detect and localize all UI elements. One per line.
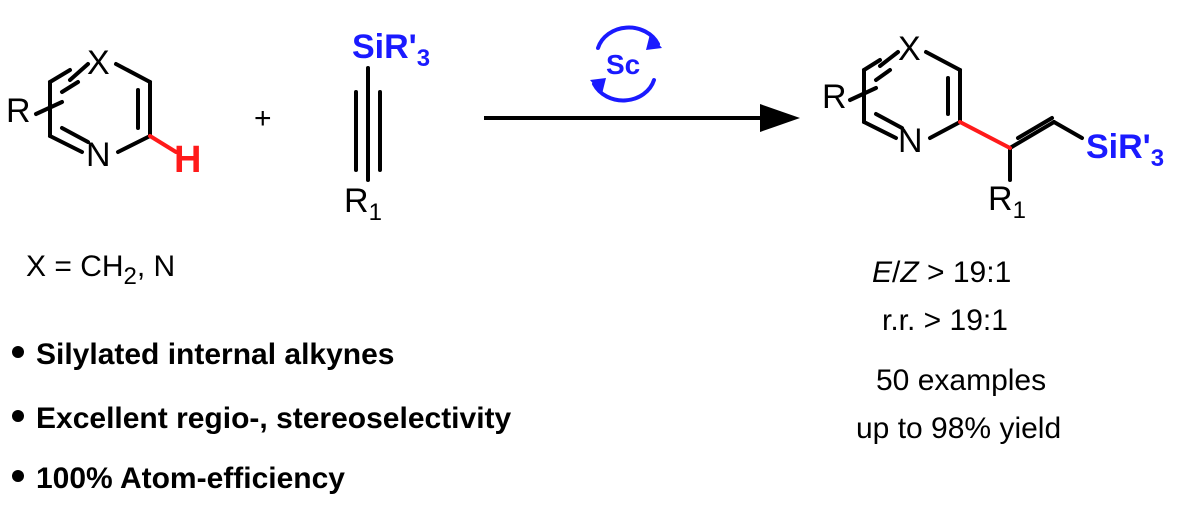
bullet-item-3: 100% Atom-efficiency (36, 462, 345, 495)
catalyst-label: Sc (606, 49, 640, 80)
bullet-item-1: Silylated internal alkynes (36, 338, 395, 371)
product-molecule (848, 50, 1084, 182)
bond-double-1 (60, 80, 80, 94)
examples-count: 50 examples (876, 364, 1046, 397)
catalyst-cycle (592, 25, 660, 103)
cycle-arrowhead-1 (646, 34, 662, 50)
cycle-arrowhead-2 (590, 78, 606, 94)
p-silyl-group: SiR'3 (1086, 128, 1164, 172)
bullet-dot-2 (12, 410, 24, 422)
p-r1-group: R1 (988, 180, 1026, 224)
x-definition: X = CH2, N (26, 250, 175, 290)
p-bond-ring-6b (862, 58, 882, 72)
silyl-group: SiR'3 (352, 28, 430, 72)
p-bond-alkene-2 (1016, 116, 1054, 140)
reactant-alkyne (354, 66, 382, 182)
p-bond-alkene-1 (1008, 120, 1056, 150)
arrowhead-shape (760, 104, 800, 132)
cycle-arc-top (596, 25, 660, 50)
bond-r (34, 100, 64, 116)
bond-ring-5 (48, 134, 84, 154)
p-bond-ring-4 (928, 120, 962, 140)
p-bond-double-1 (874, 68, 892, 82)
bullet-dot-1 (12, 346, 24, 358)
p-bond-ring-1 (878, 50, 900, 68)
plus-sign: + (254, 102, 272, 135)
p-atom-x: X (898, 30, 921, 68)
atom-r: R (6, 92, 31, 130)
atom-h: H (174, 139, 201, 181)
bullet-item-2: Excellent regio-, stereoselectivity (36, 402, 512, 435)
bond-ring-6b (48, 68, 72, 84)
bond-ring-1 (68, 62, 90, 82)
p-atom-r: R (822, 78, 847, 116)
reactant-heteroarene (34, 62, 152, 154)
rr-ratio: r.r. > 19:1 (882, 304, 1008, 337)
p-bond-double-3 (874, 112, 904, 130)
bullet-list: Silylated internal alkynes Excellent reg… (12, 338, 512, 495)
bullet-dot-3 (12, 470, 24, 482)
p-atom-n: N (898, 122, 923, 160)
ez-ratio: E/Z > 19:1 (872, 256, 1011, 289)
bond-double-3 (60, 126, 90, 144)
bond-ch-red (148, 134, 178, 154)
p-bond-si (1052, 120, 1084, 140)
atom-x: X (87, 44, 110, 82)
atom-n: N (86, 136, 111, 174)
cycle-arc-bottom (592, 78, 656, 103)
max-yield: up to 98% yield (856, 412, 1061, 445)
bond-ring-4 (116, 134, 152, 154)
p-bond-new-red (958, 120, 1012, 150)
bond-ring-2 (114, 62, 152, 84)
p-bond-ring-5 (862, 120, 898, 140)
p-bond-ring-2 (924, 50, 962, 72)
r1-group: R1 (344, 182, 382, 226)
p-bond-r (848, 86, 878, 102)
